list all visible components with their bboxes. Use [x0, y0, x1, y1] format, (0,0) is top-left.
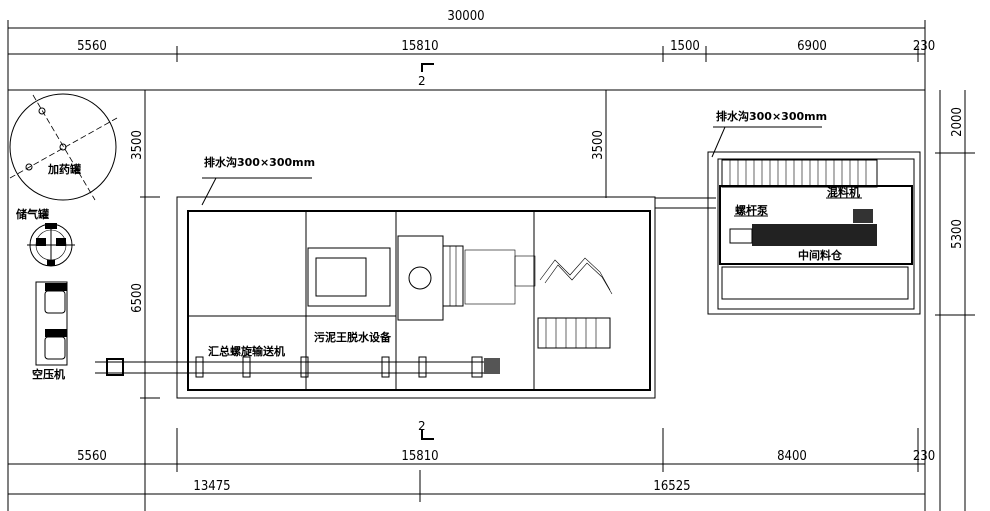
- section-mark-bottom: 2: [418, 419, 434, 440]
- dim-bottom-2: 15810: [401, 449, 438, 464]
- air-compressor: 空压机: [32, 281, 68, 381]
- svg-text:储气罐: 储气罐: [16, 207, 49, 221]
- top-dimension-chain: 30000 5560 15810 1500 6900 230: [7, 9, 935, 90]
- dim-left-2: 6500: [130, 283, 145, 313]
- svg-text:2: 2: [418, 419, 426, 433]
- site-boundary: [7, 89, 941, 511]
- dim-top-4: 6900: [797, 39, 827, 54]
- dim-top-1: 5560: [77, 39, 107, 54]
- dim-mid: 3500: [591, 130, 606, 160]
- dim-right-1: 2000: [950, 107, 965, 137]
- air-storage-tank: 储气罐: [16, 207, 75, 267]
- drain-label-left: 排水沟300×300mm: [204, 155, 315, 169]
- svg-text:2: 2: [418, 74, 426, 88]
- dim-bottom-4: 230: [913, 449, 935, 464]
- dim-top-2: 15810: [401, 39, 438, 54]
- svg-text:螺杆泵: 螺杆泵: [735, 203, 768, 217]
- bottom-dimension-chain: 5560 15810 8400 230 13475 16525: [8, 428, 935, 502]
- dim-bottom-3: 8400: [777, 449, 807, 464]
- dim-total: 30000: [447, 9, 484, 24]
- dim-bottom-total-2: 16525: [653, 479, 690, 494]
- dosing-tank: 加药罐: [9, 93, 118, 201]
- dim-top-3: 1500: [670, 39, 700, 54]
- svg-text:中间料仓: 中间料仓: [798, 248, 843, 262]
- right-dimension-chain: [935, 90, 975, 511]
- dim-bottom-total-1: 13475: [193, 479, 230, 494]
- drain-channel: 排水沟300×300mm 排水沟300×300mm: [176, 109, 827, 399]
- dim-top-5: 230: [913, 39, 935, 54]
- svg-text:汇总螺旋输送机: 汇总螺旋输送机: [208, 344, 285, 358]
- dim-right-2: 5300: [950, 219, 965, 249]
- dewatering-building: 污泥王脱水设备: [187, 210, 651, 391]
- section-mark-top: 2: [418, 63, 434, 88]
- dewatering-unit-label: 污泥王脱水设备: [314, 330, 392, 344]
- svg-text:加药罐: 加药罐: [47, 162, 81, 176]
- silo-room: 混料机 螺杆泵 中间料仓: [707, 151, 921, 315]
- svg-text:混料机: 混料机: [827, 185, 860, 199]
- screw-conveyor: 汇总螺旋输送机: [95, 344, 500, 378]
- dim-left-1: 3500: [130, 130, 145, 160]
- svg-text:空压机: 空压机: [32, 367, 65, 381]
- drain-label-right: 排水沟300×300mm: [716, 109, 827, 123]
- dim-bottom-1: 5560: [77, 449, 107, 464]
